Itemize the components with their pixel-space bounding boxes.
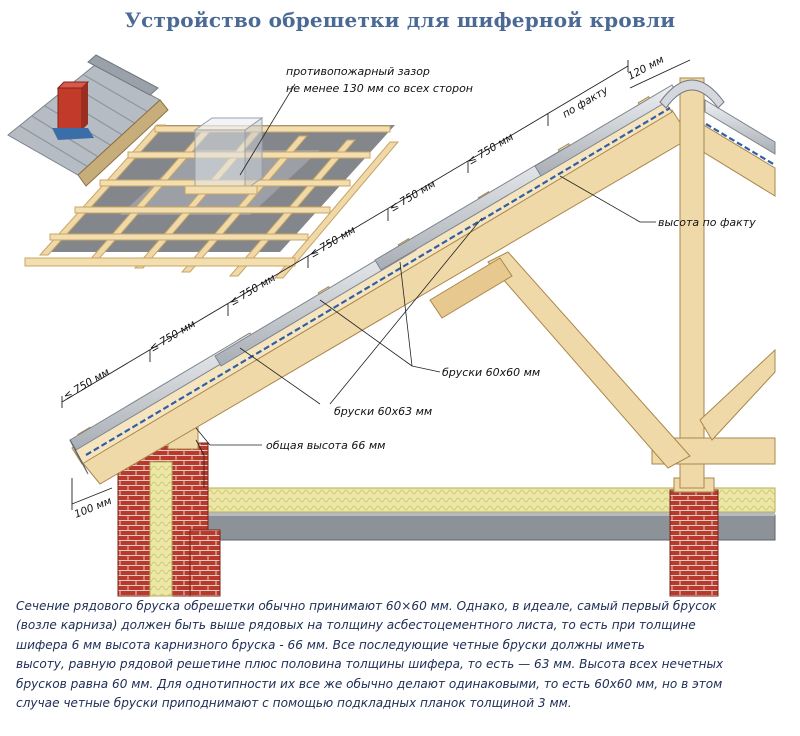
spacing-label-4: ≤ 750 мм xyxy=(307,224,357,261)
ridge-gap-label: 120 мм xyxy=(626,54,666,83)
spacing-label-3: ≤ 750 мм xyxy=(227,272,277,309)
spacing-label-2: ≤ 750 мм xyxy=(147,318,197,355)
diagonal-strut xyxy=(487,251,691,469)
slate-sheets xyxy=(69,84,776,451)
eave-edge xyxy=(69,439,89,475)
inset-house-icon xyxy=(7,54,169,187)
description-line: (возле карниза) должен быть выше рядовых… xyxy=(16,618,696,633)
spacing-label-5: ≤ 750 мм xyxy=(387,178,437,215)
fire-gap-label-2: не менее 130 мм со всех сторон xyxy=(286,82,473,95)
waterproof-membrane xyxy=(85,107,671,456)
roof-diagram: противопожарный зазор не менее 130 мм со… xyxy=(7,54,776,597)
batten-60x60-label: бруски 60х60 мм xyxy=(442,366,540,379)
description-line: случае четные бруски приподнимают с помо… xyxy=(16,696,572,711)
description-text: Сечение рядового бруска обрешетки обычно… xyxy=(16,597,788,713)
spacing-label-6: ≤ 750 мм xyxy=(465,131,515,168)
description-line: Сечение рядового бруска обрешетки обычно… xyxy=(16,599,717,613)
ceiling-vapor-layer xyxy=(200,510,775,516)
king-post xyxy=(679,77,705,489)
page-title: Устройство обрешетки для шиферной кровли xyxy=(124,8,676,32)
batten-60x63-label: бруски 60х63 мм xyxy=(334,405,432,418)
total-height-label: общая высота 66 мм xyxy=(266,439,385,452)
eave-offset-label: 100 мм xyxy=(73,495,114,521)
spacing-label-1: ≤ 750 мм xyxy=(61,366,111,403)
inset-chimney-box xyxy=(184,117,264,195)
description-line: высоту, равную рядовой решетине плюс пол… xyxy=(16,657,724,672)
rafter-support-block xyxy=(429,257,513,319)
fact-height-label: высота по факту xyxy=(658,216,756,229)
inset-perspective-view xyxy=(7,54,400,279)
roof-cross-section xyxy=(69,77,776,597)
waterproof-membrane-right xyxy=(705,123,776,166)
description-line: шифера 6 мм высота карнизного бруска - 6… xyxy=(16,637,645,652)
ridge-cap xyxy=(659,79,725,109)
fire-gap-label-1: противопожарный зазор xyxy=(286,65,430,78)
description-line: брусков равна 60 мм. Для однотипности их… xyxy=(16,676,723,691)
dimension-lines xyxy=(61,59,691,510)
inset-rafters xyxy=(38,124,400,279)
wall-insulation xyxy=(149,461,173,597)
right-strut xyxy=(699,348,776,441)
leader-lines xyxy=(195,83,656,488)
right-brick-pillar xyxy=(669,489,719,597)
wall-inner-brick xyxy=(189,529,221,597)
fact-spacing-label: по факту xyxy=(560,84,610,121)
